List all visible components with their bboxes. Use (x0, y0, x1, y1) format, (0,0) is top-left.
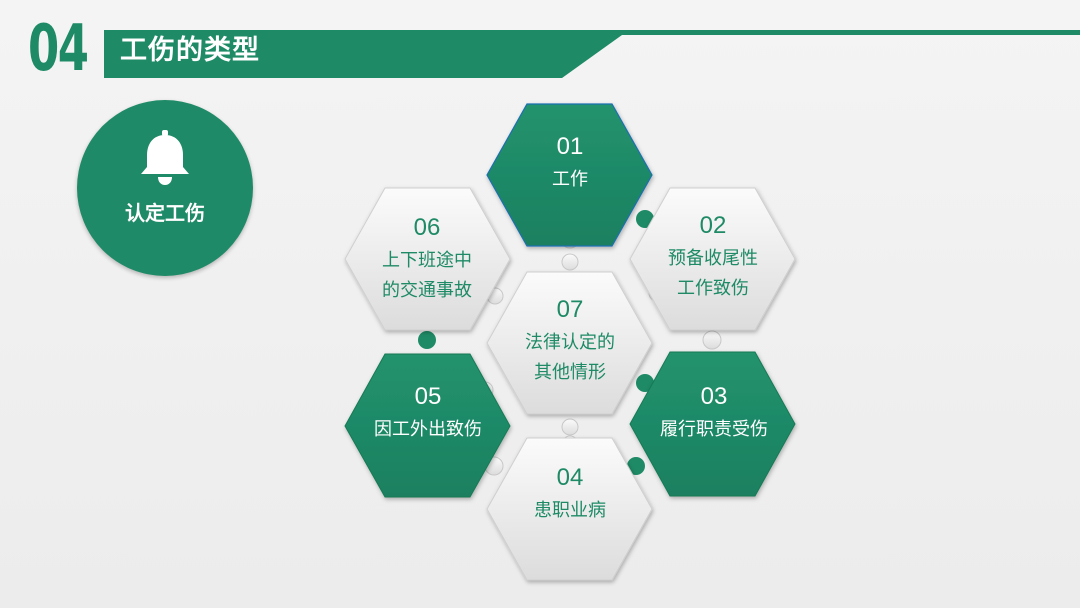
hexagon-06 (344, 187, 511, 331)
item-text: 法律认定的 (525, 332, 615, 352)
item-text: 工作 (552, 169, 588, 189)
item-text: 其他情形 (534, 362, 606, 382)
item-03: 03 履行职责受伤 (636, 380, 792, 444)
page-title: 工伤的类型 (120, 35, 260, 66)
item-text: 患职业病 (534, 500, 606, 520)
item-05: 05 因工外出致伤 (350, 380, 506, 444)
hexagon-04 (486, 437, 653, 581)
item-07: 07 法律认定的 其他情形 (500, 293, 640, 387)
hexagon-05 (344, 353, 511, 498)
item-06: 06 上下班途中 的交通事故 (357, 211, 497, 305)
hexagon-07 (486, 271, 653, 415)
item-text: 工作致伤 (677, 278, 749, 298)
badge-label: 认定工伤 (125, 201, 205, 225)
item-text: 的交通事故 (382, 280, 472, 300)
item-number: 04 (556, 464, 584, 491)
section-number: 04 (28, 12, 89, 86)
identify-badge: 认定工伤 (77, 100, 253, 276)
hexagon-01 (486, 103, 653, 247)
item-number: 05 (414, 383, 442, 410)
hexagon-03 (629, 351, 796, 497)
item-text: 履行职责受伤 (660, 419, 768, 439)
item-text: 上下班途中 (382, 250, 472, 270)
item-number: 07 (556, 296, 584, 323)
item-number: 02 (699, 212, 727, 239)
item-04: 04 患职业病 (500, 461, 640, 525)
item-01: 01 工作 (500, 130, 640, 194)
hexagon-02 (629, 187, 796, 331)
item-text: 因工外出致伤 (374, 419, 482, 439)
item-text: 预备收尾性 (668, 248, 758, 268)
bell-icon (141, 130, 189, 185)
item-02: 02 预备收尾性 工作致伤 (643, 209, 783, 303)
item-number: 06 (413, 214, 441, 241)
item-number: 01 (556, 133, 584, 160)
item-number: 03 (700, 383, 728, 410)
